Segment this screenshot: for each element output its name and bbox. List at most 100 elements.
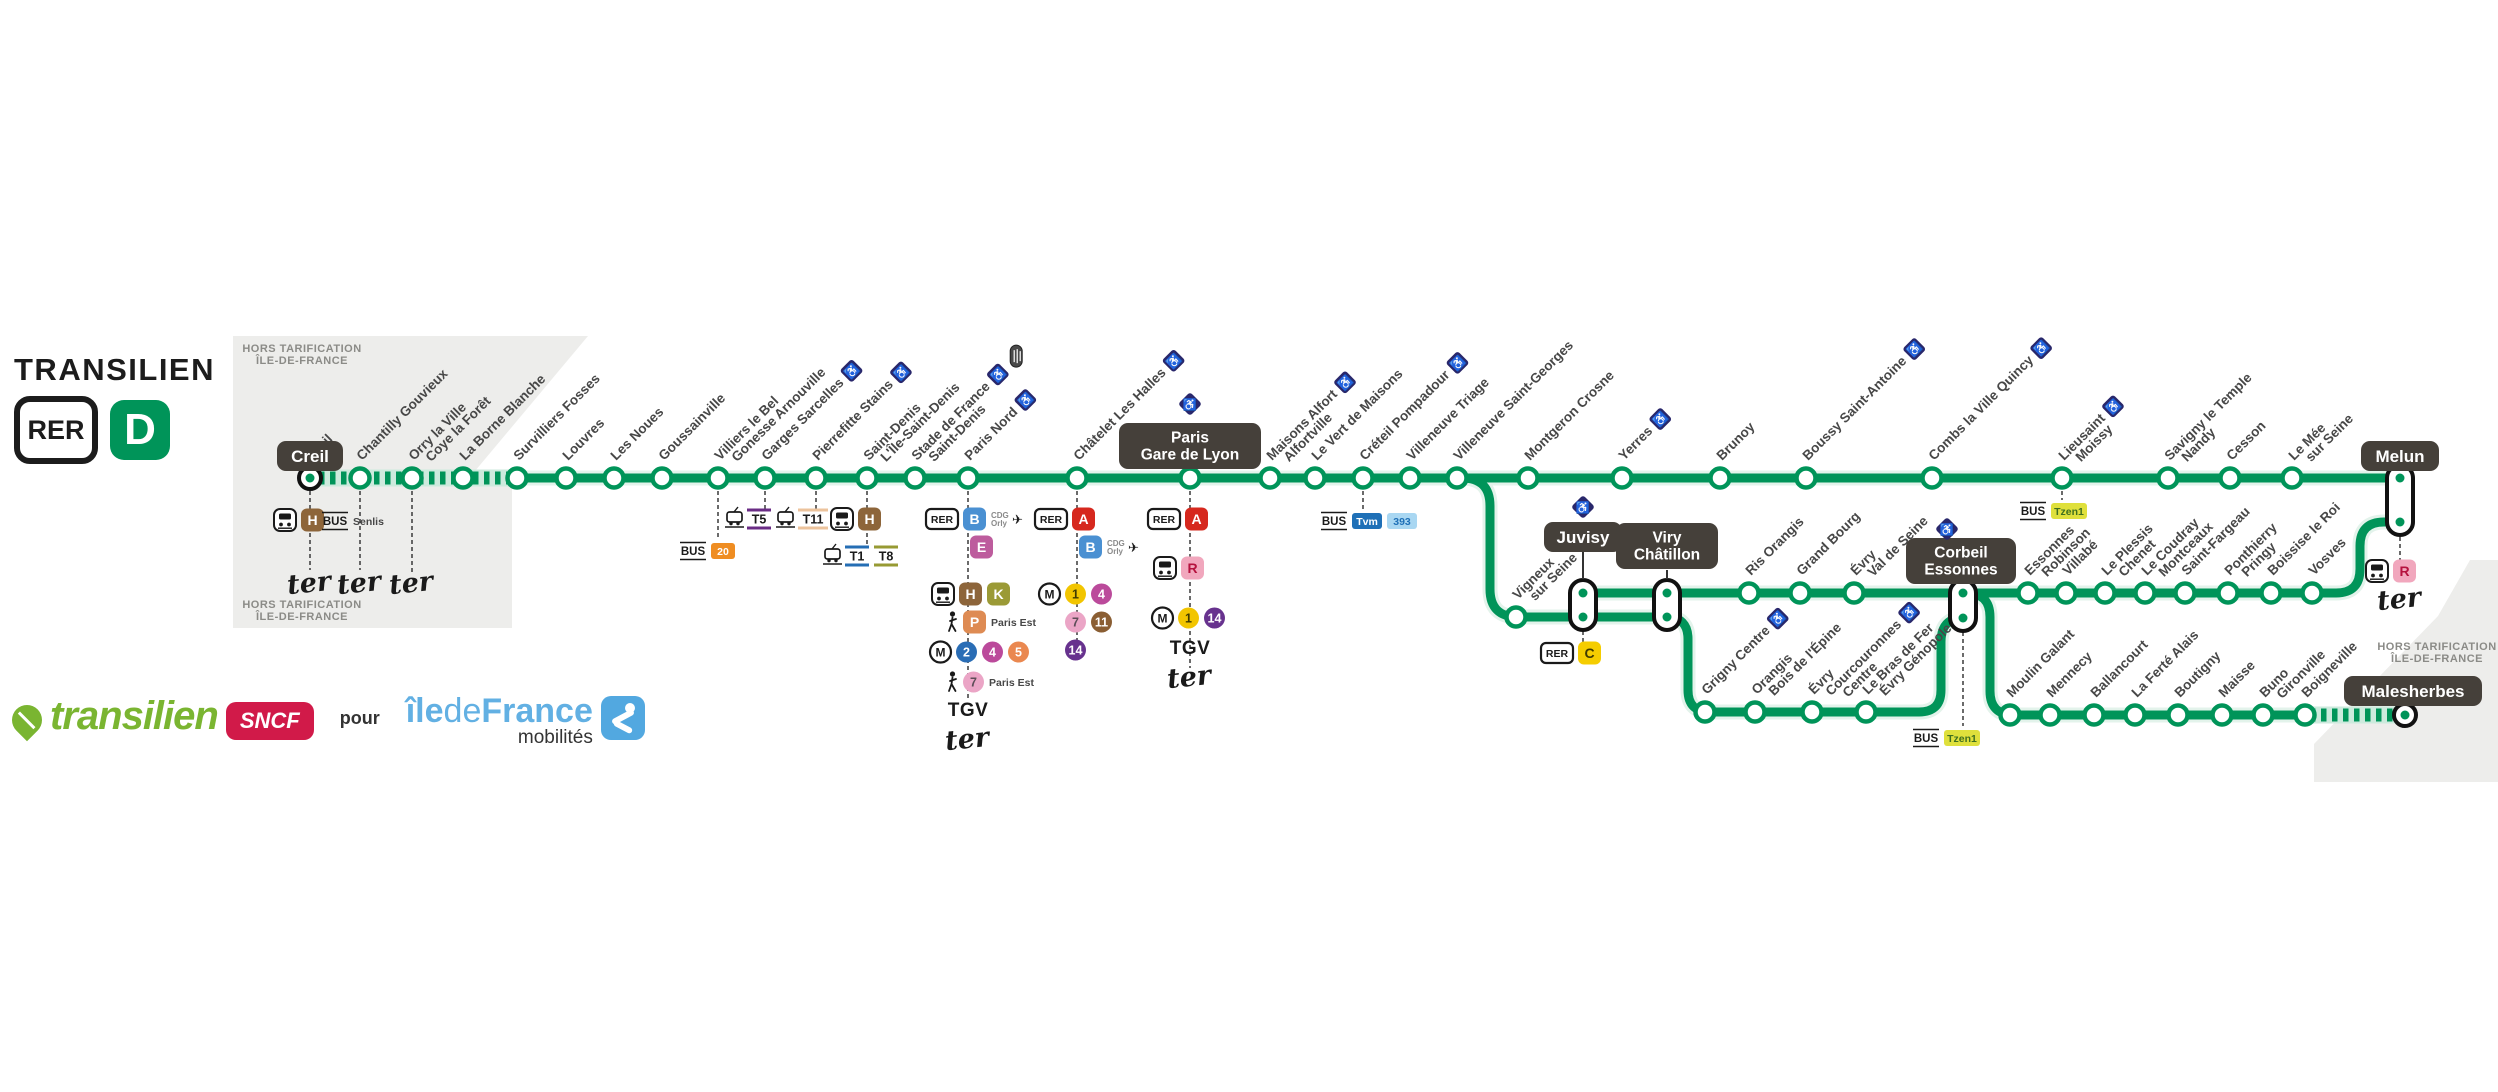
station-node [1303,466,1327,490]
svg-text:1: 1 [1072,588,1079,602]
station-node [706,466,730,490]
svg-text:♿: ♿ [1016,390,1036,410]
svg-text:14: 14 [1069,644,1083,658]
svg-text:Malesherbes: Malesherbes [2362,682,2465,701]
station-label: Cesson [2224,418,2269,463]
tram-icon [726,511,743,523]
station-badge [2344,676,2482,706]
metro-line-7-icon [963,671,984,693]
svg-text:Cesson: Cesson [2224,418,2269,463]
station-node [2210,703,2234,727]
bus-icon: BUS [2021,506,2046,518]
line-B-icon [1079,535,1102,559]
ter-logo: ter [1166,660,1215,696]
line-H-icon [858,507,881,531]
leaf-icon [5,698,49,742]
bus-icon: BUS [1914,733,1939,745]
station-node [1693,700,1717,724]
station-badge [1616,523,1718,569]
svg-text:H: H [864,511,874,527]
metro-logo-icon [1150,606,1175,630]
bus-icon: BUS [323,516,348,528]
tram-icon [824,548,841,560]
station-node [650,466,674,490]
svg-text:♿: ♿ [1651,409,1671,429]
tram-T11-bar [798,508,828,512]
line-d-track [1578,517,2405,598]
svg-text:7: 7 [970,676,977,690]
walk-icon [949,671,956,677]
rer-logo-icon [924,507,960,531]
svg-text:Tzen1: Tzen1 [1947,733,1977,745]
tram-icon [777,511,794,523]
station-node [2050,466,2074,490]
interchange-node [1568,578,1598,632]
svg-text:T1: T1 [850,550,865,564]
idf-mobilites-logo: îledeFrance mobilités [406,694,645,748]
station-combs-la-ville-quincy: Combs la Ville Quincy♿ [1920,337,2052,490]
station-malesherbes: Malesherbes [2344,676,2482,728]
svg-text:♿: ♿ [1183,398,1197,412]
rer-logo-icon [1033,507,1069,531]
svg-text:RER: RER [1546,648,1569,660]
svg-text:M: M [1045,588,1055,602]
svg-text:RER: RER [931,514,954,526]
metro-line-14-icon [1204,607,1225,629]
transilien-logo-text: transilien [50,693,219,738]
hors-tarification-zone [2314,560,2498,782]
accessibility-icon: ♿ [1162,349,1185,372]
metro-line-11-icon [1091,611,1112,633]
svg-text:♿: ♿ [1576,501,1590,515]
svg-text:K: K [993,586,1003,602]
station-node [348,466,372,490]
metro-line-1-icon [1178,607,1199,629]
svg-text:T11: T11 [803,513,824,527]
station-label: Yerres♿ [1616,408,1672,463]
badge-Tvm [1352,513,1382,529]
transilien-wordmark: TRANSILIEN [14,352,215,387]
metro-logo-icon [928,640,953,664]
conn-text: Paris Est [991,617,1036,629]
svg-text:Brunoy: Brunoy [1714,419,1758,463]
accessibility-icon: ♿ [1898,601,1920,624]
svg-text:B: B [969,511,979,527]
station-boussy-saint-antoine: Boussy Saint-Antoine♿ [1794,338,1926,490]
svg-text:♿: ♿ [1164,351,1184,371]
metro-line-14-icon [1065,639,1086,661]
station-node [1743,700,1767,724]
svg-text:Combs la Ville Quincy: Combs la Ville Quincy [1926,352,2037,463]
station-node [1516,466,1540,490]
line-A-icon [1185,507,1208,531]
svg-text:♿: ♿ [1940,523,1954,537]
svg-text:E: E [977,539,986,555]
svg-text:Moulin Galant: Moulin Galant [2004,626,2078,700]
station-node [1504,605,1528,629]
idf-de: de [443,692,482,730]
transilien-logo: transilien SNCF [5,692,314,742]
svg-text:Tzen1: Tzen1 [2054,506,2084,518]
station-node [1610,466,1634,490]
station-creil: HterCreilCreil [273,431,343,601]
metro-line-4-icon [1091,583,1112,605]
station-label: Villeneuve Triage [1404,374,1493,463]
station-villeneuve-saint-georges: Villeneuve Saint-Georges [1445,338,1576,490]
accessibility-icon: ♿ [1446,352,1469,374]
svg-text:Vosves: Vosves [2306,535,2349,578]
line-E-icon [970,535,993,559]
accessibility-icon: ♿ [840,360,863,382]
station-label: Combs la Ville Quincy♿ [1926,337,2052,463]
idf-mobilites: mobilités [517,726,593,748]
station-node [2173,581,2197,605]
interchange-node [1948,578,1978,633]
accessibility-icon: ♿ [1572,496,1594,518]
svg-text:T8: T8 [879,550,894,564]
station-node [753,466,777,490]
svg-text:Savigny le TempleNandy: Savigny le TempleNandy [2162,370,2265,473]
ter-logo: ter [388,566,437,602]
line-A-icon [1072,507,1095,531]
